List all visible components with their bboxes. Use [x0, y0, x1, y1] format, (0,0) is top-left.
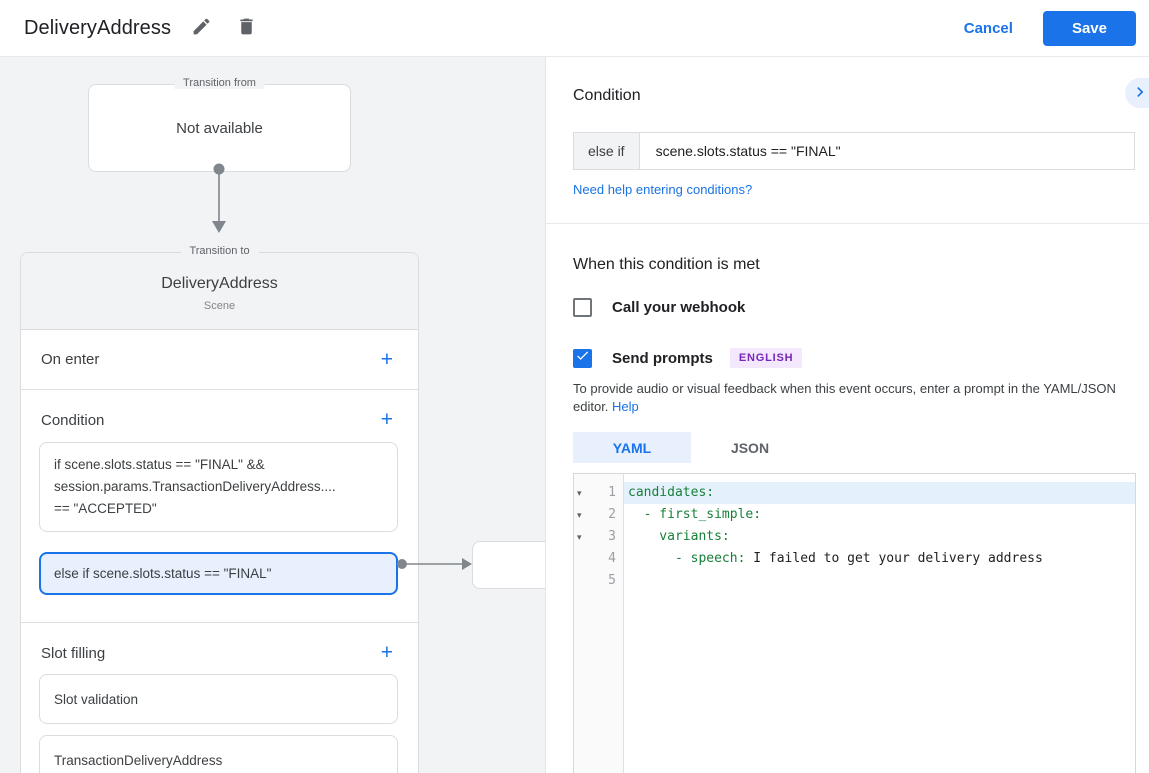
scene-card: Transition to DeliveryAddress Scene On e…: [20, 245, 419, 773]
webhook-label: Call your webhook: [612, 299, 746, 316]
send-prompts-checkbox-row[interactable]: Send prompts ENGLISH: [573, 348, 1135, 368]
yaml-code-editor[interactable]: ▾ 1 candidates: ▾ 2 - first_simple: ▾ 3 var…: [573, 473, 1136, 773]
scene-name: DeliveryAddress: [161, 274, 278, 292]
slot-validation-item[interactable]: Slot validation: [39, 674, 398, 724]
condition-if-box[interactable]: if scene.slots.status == "FINAL" && sess…: [39, 442, 398, 532]
code-line[interactable]: ▾ 2 - first_simple:: [574, 504, 1135, 526]
language-badge: ENGLISH: [729, 348, 803, 368]
condition-if-line: if scene.slots.status == "FINAL" &&: [54, 457, 265, 472]
save-button[interactable]: Save: [1042, 10, 1136, 46]
send-prompts-checkbox[interactable]: [573, 348, 592, 368]
prompt-hint-text: To provide audio or visual feedback when…: [573, 380, 1135, 415]
fold-arrow-icon: [574, 570, 588, 592]
top-bar: DeliveryAddress Cancel Save: [0, 0, 1149, 57]
condition-help-link[interactable]: Need help entering conditions?: [573, 182, 753, 197]
webhook-checkbox-row[interactable]: Call your webhook: [573, 298, 1135, 317]
page-title: DeliveryAddress: [24, 16, 172, 39]
when-met-title: When this condition is met: [573, 256, 760, 273]
editor-gutter: [574, 474, 624, 773]
code-line[interactable]: 5: [574, 570, 1135, 592]
transition-target-box[interactable]: [472, 541, 545, 589]
scene-card-header[interactable]: DeliveryAddress Scene: [21, 253, 418, 330]
send-prompts-label: Send prompts: [612, 349, 713, 367]
trash-icon: [236, 16, 257, 40]
collapse-panel-button[interactable]: [1125, 78, 1149, 108]
pencil-icon: [191, 16, 212, 40]
editor-format-tabs: YAML JSON: [573, 432, 1135, 463]
yaml-key: - speech:: [628, 551, 746, 566]
condition-if-line: == "ACCEPTED": [54, 501, 157, 516]
condition-section-label: Condition: [41, 411, 105, 429]
yaml-key: candidates:: [628, 485, 715, 500]
add-condition-button[interactable]: +: [380, 408, 393, 431]
hint-help-link[interactable]: Help: [612, 398, 639, 414]
line-number: 4: [608, 551, 616, 566]
flow-down-arrow-icon: [212, 163, 226, 233]
code-line[interactable]: 4 - speech: I failed to get your deliver…: [574, 548, 1135, 570]
condition-elseif-box-selected[interactable]: else if scene.slots.status == "FINAL": [39, 552, 398, 595]
checkmark-icon: [575, 348, 590, 368]
code-line[interactable]: ▾ 1 candidates:: [574, 482, 1135, 504]
line-number: 5: [608, 573, 616, 588]
tab-json[interactable]: JSON: [691, 432, 809, 463]
main-split: Transition from Not available Transition…: [0, 57, 1149, 773]
line-number: 2: [608, 507, 616, 522]
line-number: 3: [608, 529, 616, 544]
fold-arrow-icon: [574, 548, 588, 570]
cancel-button[interactable]: Cancel: [948, 12, 1029, 45]
transition-from-legend: Transition from: [174, 77, 265, 89]
chevron-right-icon: [1130, 82, 1149, 105]
on-enter-section: On enter +: [21, 330, 418, 390]
code-line[interactable]: ▾ 3 variants:: [574, 526, 1135, 548]
panel-title: Condition: [573, 87, 641, 104]
webhook-checkbox[interactable]: [573, 298, 592, 317]
flow-right-arrow-icon: [397, 558, 472, 570]
slot-filling-section: Slot filling + Slot validation Transacti…: [21, 623, 418, 773]
fold-arrow-icon[interactable]: ▾: [577, 532, 582, 542]
panel-divider: [546, 223, 1149, 224]
transition-to-legend: Transition to: [180, 245, 259, 257]
condition-expression-field: else if scene.slots.status == "FINAL": [573, 132, 1135, 170]
transition-from-box[interactable]: Transition from Not available: [88, 77, 351, 172]
condition-if-line: session.params.TransactionDeliveryAddres…: [54, 479, 336, 494]
slot-transaction-item[interactable]: TransactionDeliveryAddress: [39, 735, 398, 773]
condition-prefix-label: else if: [574, 133, 640, 169]
condition-editor-panel: Condition else if scene.slots.status == …: [545, 57, 1149, 773]
scene-type-label: Scene: [203, 299, 236, 312]
slot-filling-label: Slot filling: [41, 644, 106, 662]
add-on-enter-button[interactable]: +: [380, 347, 393, 371]
flow-canvas: Transition from Not available Transition…: [0, 57, 545, 773]
transition-from-value: Not available: [176, 119, 263, 137]
yaml-key: - first_simple:: [628, 507, 762, 522]
delete-scene-button[interactable]: [232, 12, 261, 44]
condition-section: Condition + if scene.slots.status == "FI…: [21, 390, 418, 623]
fold-arrow-icon[interactable]: ▾: [577, 488, 582, 498]
fold-arrow-icon[interactable]: ▾: [577, 510, 582, 520]
add-slot-button[interactable]: +: [380, 641, 393, 664]
tab-yaml[interactable]: YAML: [573, 432, 691, 463]
yaml-key: variants:: [628, 529, 730, 544]
yaml-value: I failed to get your delivery address: [745, 551, 1043, 566]
line-number: 1: [608, 485, 616, 500]
on-enter-label: On enter: [41, 351, 100, 368]
condition-expression-input[interactable]: scene.slots.status == "FINAL": [655, 143, 841, 159]
edit-scene-button[interactable]: [187, 12, 216, 44]
hint-body: To provide audio or visual feedback when…: [573, 381, 1116, 414]
